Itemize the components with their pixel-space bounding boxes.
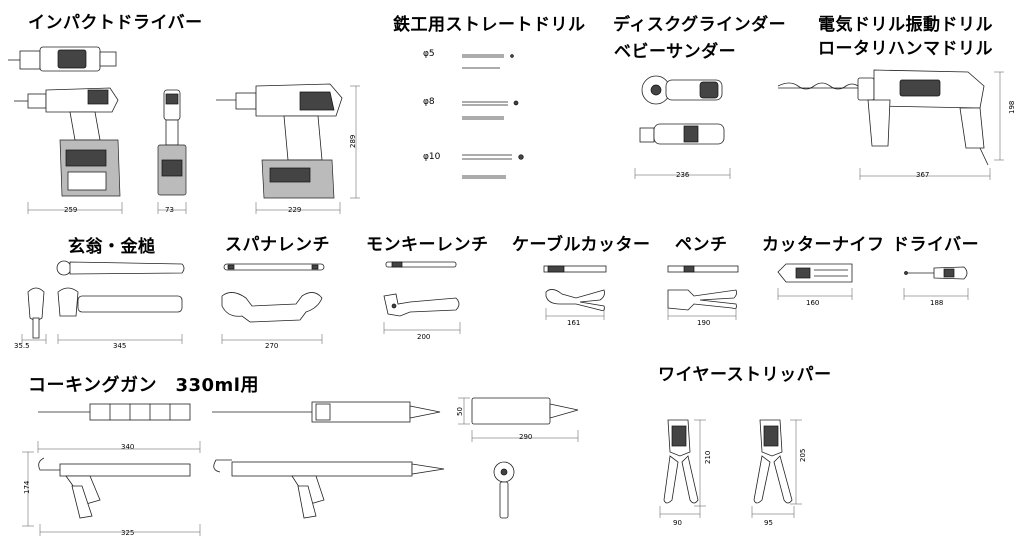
pliers — [667, 265, 739, 320]
title-iron-drill: 鉄工用ストレートドリル — [393, 15, 586, 35]
spanner — [221, 263, 325, 344]
dim-caulk-bottom-width: 325 — [121, 529, 135, 537]
title-cutter-knife: カッターナイフ — [762, 235, 885, 255]
impact-driver-side-view — [14, 87, 121, 197]
dim-hammer-length: 345 — [113, 342, 127, 350]
caulking-gun-side — [22, 451, 201, 536]
dim-screwdriver-length: 188 — [930, 299, 944, 307]
dim-monkey-length: 200 — [417, 333, 431, 341]
rotary-hammer — [777, 69, 1004, 180]
dim-hammer-head: 35.5 — [14, 342, 30, 350]
title-screwdriver: ドライバー — [892, 235, 980, 255]
title-cable-cutter: ケーブルカッター — [512, 235, 651, 255]
dim-caulk-top-width: 340 — [121, 443, 135, 451]
title-baby-sander: ベビーサンダー — [614, 42, 737, 62]
caulking-gun-loaded-side — [213, 459, 445, 519]
monkey-wrench — [383, 261, 461, 334]
dim-stripper2-width: 95 — [764, 519, 773, 527]
drill-bits — [462, 54, 524, 179]
impact-driver-alt-view — [216, 83, 343, 199]
dim-pliers-length: 190 — [697, 319, 711, 327]
caulking-gun-front-view — [493, 461, 515, 519]
dim-stripper1-width: 90 — [673, 519, 682, 527]
dim-cable-cutter-length: 161 — [567, 319, 581, 327]
screwdriver — [903, 266, 969, 300]
title-rotary-hammer: ロータリハンマドリル — [818, 39, 993, 59]
dim-cartridge-length: 290 — [519, 433, 533, 441]
dim-cutter-knife-length: 160 — [806, 299, 820, 307]
wire-stripper-1 — [659, 419, 706, 518]
title-pliers: ペンチ — [675, 235, 728, 255]
drill-size-5: φ5 — [423, 49, 435, 59]
cutter-knife — [777, 263, 853, 300]
title-impact-driver: インパクトドライバー — [28, 13, 203, 33]
impact-driver-top-view — [8, 46, 117, 72]
title-monkey-wrench: モンキーレンチ — [366, 235, 489, 255]
title-caulking-gun: コーキングガン 330ml用 — [28, 375, 259, 396]
caulk-cartridge — [458, 397, 579, 442]
hammer — [21, 260, 185, 344]
drill-size-8: φ8 — [423, 97, 435, 107]
disc-grinder — [634, 75, 731, 179]
caulking-gun-open — [37, 403, 201, 453]
impact-driver-front-view — [157, 89, 187, 196]
impact-driver-dimension-lines — [27, 85, 360, 214]
title-spanner: スパナレンチ — [225, 235, 330, 255]
dim-rotary-width: 367 — [916, 171, 930, 179]
title-wire-stripper: ワイヤーストリッパー — [658, 365, 832, 385]
cable-cutter — [543, 265, 607, 320]
drill-size-10: φ10 — [423, 152, 441, 162]
caulking-gun-loaded — [212, 401, 441, 423]
title-hammer: 玄翁・金槌 — [68, 237, 156, 257]
title-electric-drill: 電気ドリル振動ドリル — [818, 15, 993, 35]
wire-stripper-2 — [751, 419, 802, 518]
dim-spanner-length: 270 — [265, 342, 279, 350]
title-disc-grinder: ディスクグラインダー — [613, 15, 787, 35]
